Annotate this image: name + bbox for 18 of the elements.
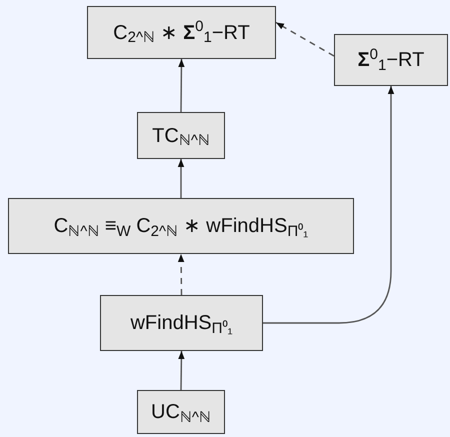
arrow [178,159,184,198]
formula: Σ$^{0}$$_{1}$−RT [358,45,424,75]
math-box [8,198,354,254]
math-box [137,390,225,434]
math-box [137,112,225,159]
arrow [263,86,394,324]
formula: C$_{2^ℕ}$ ∗ Σ$^{0}$$_{1}$−RT [113,18,250,48]
math-box [100,295,263,351]
formula: C$_{ℕ^ℕ}$ ≡$_{W}$ C$_{2^ℕ}$ ∗ wFindHS$_{Π⁰₁}$ [54,214,308,241]
math-box [87,6,276,59]
arrow [276,22,334,57]
arrow [178,351,185,390]
arrow [178,59,185,112]
arrow [178,254,184,295]
formula: UC$_{ℕ^ℕ}$ [151,400,211,427]
formula: TC$_{ℕ^ℕ}$ [152,124,210,150]
math-box [334,34,448,86]
formula: wFindHS$_{Π⁰₁}$ [130,311,233,338]
